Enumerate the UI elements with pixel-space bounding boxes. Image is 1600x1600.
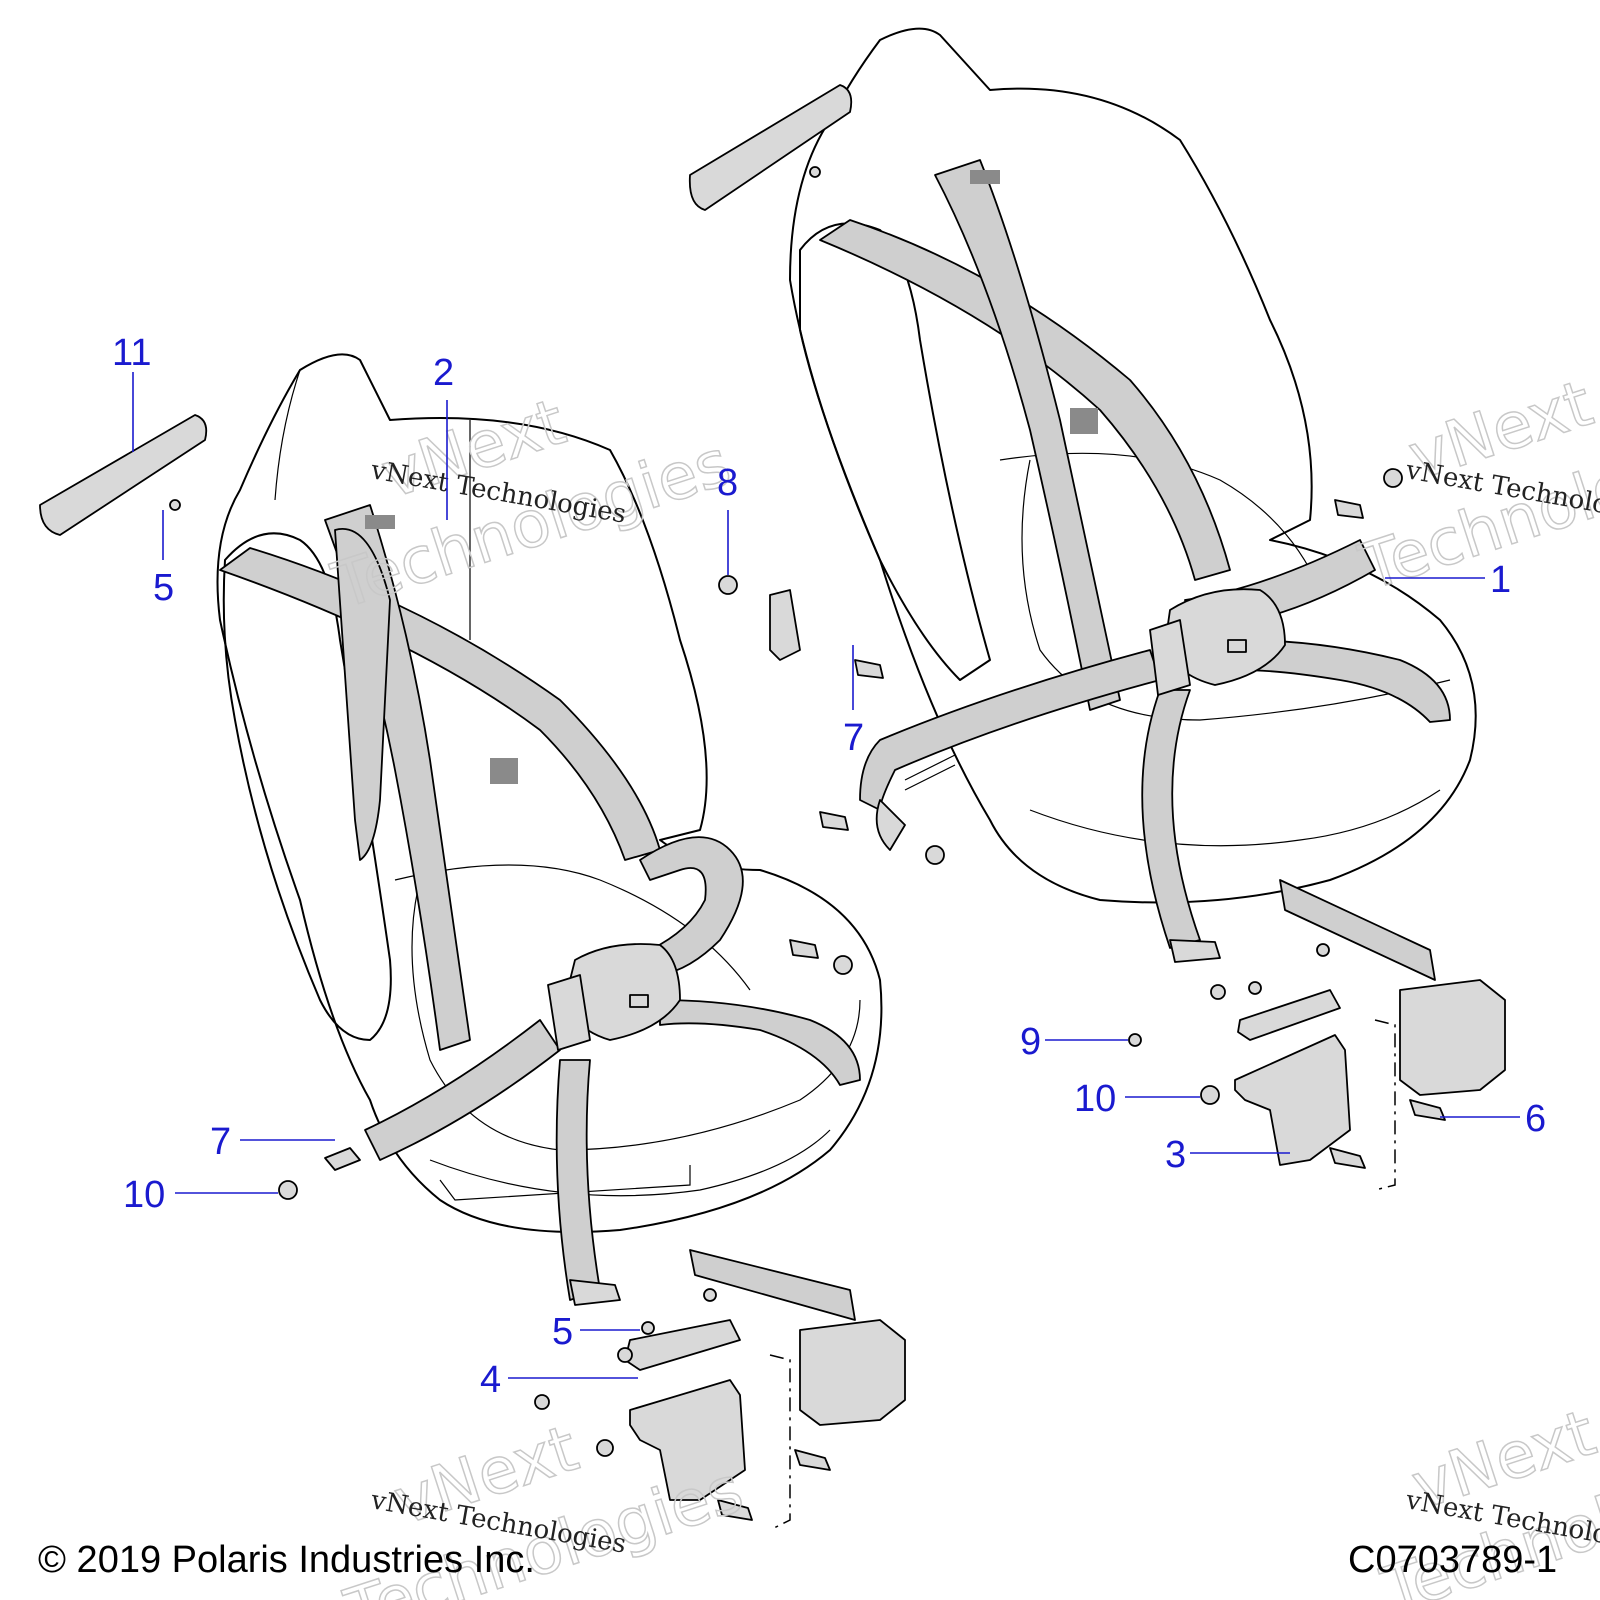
bolt-6 [1409, 1099, 1446, 1121]
bolt-right-upper [1334, 499, 1364, 519]
bolt-left-bracket [717, 1499, 753, 1521]
callouts: 1 2 3 4 5 5 6 7 7 8 9 10 10 [112, 332, 1546, 1401]
nut-right-1 [1210, 984, 1226, 1000]
bolt-right-bracket [1329, 1147, 1366, 1169]
callout-10-left[interactable]: 10 [123, 1174, 165, 1216]
bolt-left-lower [794, 1449, 831, 1471]
belt-tag-right-mid [1070, 408, 1098, 434]
nut-10-right [1200, 1085, 1220, 1105]
nut-10-left [278, 1180, 298, 1200]
callout-3[interactable]: 3 [1165, 1134, 1186, 1176]
nut-9 [1128, 1033, 1142, 1047]
right-seat [789, 27, 1477, 981]
latch-bracket [769, 589, 801, 661]
left-seat-mounting-hardware [278, 939, 906, 1531]
callout-5-lower[interactable]: 5 [552, 1311, 573, 1353]
callout-10-right[interactable]: 10 [1074, 1078, 1116, 1120]
drawing-number: C0703789-1 [1348, 1539, 1557, 1581]
nut-8 [718, 575, 738, 595]
right-seat-mounting-hardware [718, 468, 1506, 1191]
callout-2[interactable]: 2 [433, 352, 454, 394]
callout-6[interactable]: 6 [1525, 1098, 1546, 1140]
belt-tag-left-mid [490, 758, 518, 784]
retractor-housing-left [799, 1319, 906, 1426]
screw-right-upper [809, 166, 821, 178]
bolt-7-right [854, 659, 884, 679]
bracket-3-right [1234, 1034, 1351, 1166]
callout-11[interactable]: 11 [112, 332, 151, 374]
bolt-right-side [819, 811, 849, 831]
bracket-3-left [629, 1379, 746, 1501]
belt-tag-left-top [365, 515, 395, 529]
callout-7-left[interactable]: 7 [210, 1121, 231, 1163]
buckle-logo-right [1227, 639, 1247, 653]
belt-tag-right-top [970, 170, 1000, 184]
head-cover-11-left [39, 414, 208, 536]
bracket-cover-right [1237, 989, 1341, 1041]
callout-5-upper[interactable]: 5 [153, 567, 174, 609]
callout-1[interactable]: 1 [1490, 559, 1511, 601]
retractor-housing-right [1399, 979, 1506, 1096]
screw-left-1 [703, 1288, 717, 1302]
bolt-left-side [789, 939, 819, 959]
callout-4[interactable]: 4 [480, 1359, 501, 1401]
callout-9[interactable]: 9 [1020, 1021, 1041, 1063]
callout-7-right[interactable]: 7 [843, 717, 864, 759]
screw-right-1 [1316, 943, 1330, 957]
nut-right-upper [1383, 468, 1403, 488]
nut-left-side [833, 955, 853, 975]
callout-8[interactable]: 8 [717, 462, 738, 504]
screw-5-left [641, 1321, 655, 1335]
bolt-7-left [324, 1147, 361, 1171]
head-cover-right [688, 84, 853, 211]
left-seat [216, 353, 883, 1321]
nut-left-1 [617, 1347, 633, 1363]
screw-right-2 [1248, 981, 1262, 995]
copyright-text: © 2019 Polaris Industries Inc. [38, 1539, 535, 1581]
nut-left-3 [596, 1439, 614, 1457]
screw-5-upper [169, 499, 181, 511]
nut-left-2 [534, 1394, 550, 1410]
buckle-logo-left [629, 994, 649, 1008]
nut-right-side [925, 845, 945, 865]
